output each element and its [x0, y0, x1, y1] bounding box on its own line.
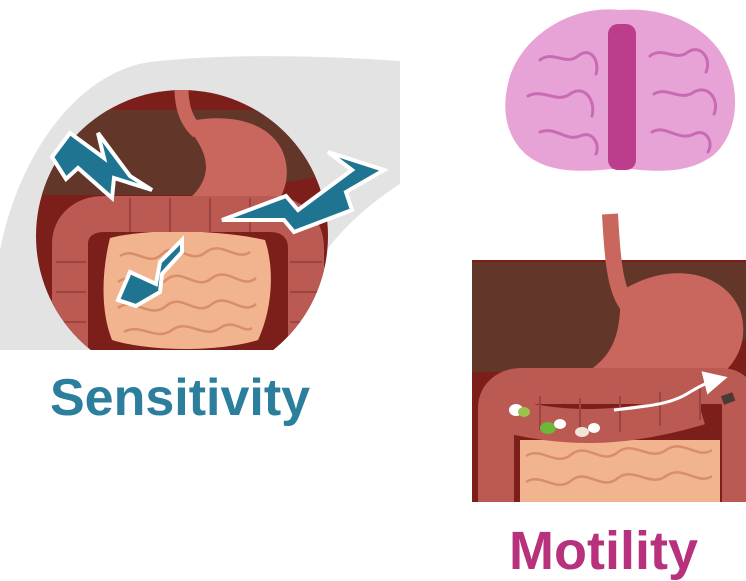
brain-fissure — [608, 24, 636, 170]
brain-illustration — [505, 9, 735, 170]
motility-label: Motility — [509, 524, 698, 578]
sensitivity-label: Sensitivity — [50, 372, 310, 424]
motility-gut — [472, 260, 746, 520]
